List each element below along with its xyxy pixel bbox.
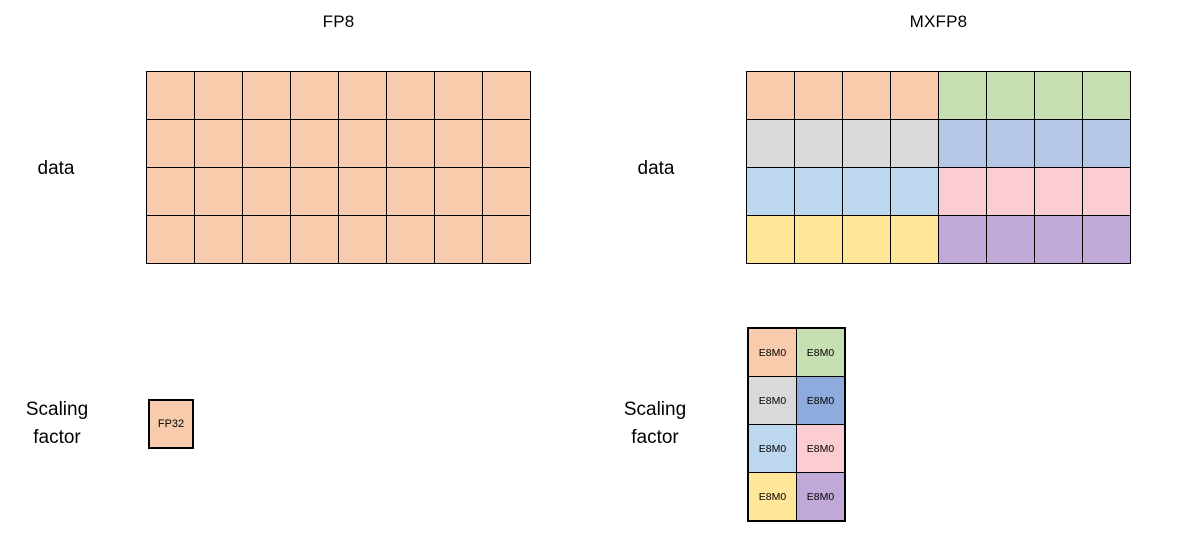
mxfp8-title: MXFP8 bbox=[909, 12, 968, 31]
mxfp8-data-cell bbox=[987, 72, 1034, 119]
fp8-data-cell bbox=[147, 120, 194, 167]
fp8-data-cell bbox=[195, 120, 242, 167]
fp8-data-cell bbox=[195, 72, 242, 119]
mxfp8-data-cell bbox=[987, 168, 1034, 215]
fp8-data-cell bbox=[387, 72, 434, 119]
mxfp8-data-cell bbox=[987, 216, 1034, 263]
mxfp8-data-cell bbox=[795, 120, 842, 167]
fp8-data-cell bbox=[243, 216, 290, 263]
fp8-data-cell bbox=[339, 72, 386, 119]
fp8-data-cell bbox=[435, 168, 482, 215]
fp8-scaling-factor-cell: FP32 bbox=[148, 399, 194, 449]
fp8-data-cell bbox=[195, 168, 242, 215]
mxfp8-scaling-factor-cell: E8M0 bbox=[749, 329, 796, 376]
mxfp8-data-cell bbox=[747, 168, 794, 215]
fp8-data-cell bbox=[291, 216, 338, 263]
fp8-data-cell bbox=[483, 72, 530, 119]
mxfp8-scaling-factor-cell: E8M0 bbox=[797, 329, 844, 376]
mxfp8-data-cell bbox=[1035, 168, 1082, 215]
mxfp8-data-cell bbox=[987, 120, 1034, 167]
fp8-data-cell bbox=[243, 168, 290, 215]
mxfp8-scaling-factor-cell: E8M0 bbox=[749, 377, 796, 424]
mxfp8-data-cell bbox=[1035, 120, 1082, 167]
fp8-data-cell bbox=[291, 72, 338, 119]
mxfp8-data-cell bbox=[747, 72, 794, 119]
mxfp8-data-grid bbox=[746, 71, 1131, 264]
fp8-data-label: data bbox=[37, 158, 75, 179]
mxfp8-data-cell bbox=[795, 72, 842, 119]
fp8-data-cell bbox=[483, 168, 530, 215]
fp8-data-cell bbox=[387, 168, 434, 215]
fp8-data-cell bbox=[147, 168, 194, 215]
fp8-data-cell bbox=[339, 120, 386, 167]
fp8-data-cell bbox=[435, 72, 482, 119]
fp8-scaling-factor-label: Scaling factor bbox=[25, 399, 89, 448]
mxfp8-data-cell bbox=[1083, 72, 1130, 119]
mxfp8-data-cell bbox=[795, 216, 842, 263]
mxfp8-data-cell bbox=[939, 216, 986, 263]
fp8-data-cell bbox=[147, 216, 194, 263]
fp8-data-grid bbox=[146, 71, 531, 264]
mxfp8-data-cell bbox=[939, 168, 986, 215]
fp8-data-cell bbox=[291, 168, 338, 215]
mxfp8-data-cell bbox=[795, 168, 842, 215]
fp8-data-cell bbox=[387, 120, 434, 167]
fp8-data-cell bbox=[147, 72, 194, 119]
mxfp8-data-label: data bbox=[637, 158, 675, 179]
fp8-data-cell bbox=[339, 216, 386, 263]
mxfp8-scaling-factor-cell: E8M0 bbox=[749, 425, 796, 472]
mxfp8-data-cell bbox=[843, 168, 890, 215]
fp8-data-cell bbox=[435, 216, 482, 263]
mxfp8-data-cell bbox=[1035, 72, 1082, 119]
mxfp8-data-cell bbox=[843, 216, 890, 263]
mxfp8-scaling-factor-cell: E8M0 bbox=[797, 473, 844, 520]
fp8-data-cell bbox=[483, 120, 530, 167]
fp8-data-cell bbox=[387, 216, 434, 263]
fp8-title: FP8 bbox=[322, 12, 355, 31]
mxfp8-data-cell bbox=[939, 72, 986, 119]
mxfp8-data-cell bbox=[891, 168, 938, 215]
fp8-data-cell bbox=[243, 120, 290, 167]
mxfp8-data-cell bbox=[747, 120, 794, 167]
mxfp8-data-cell bbox=[891, 120, 938, 167]
fp8-data-cell bbox=[195, 216, 242, 263]
mxfp8-data-cell bbox=[1083, 216, 1130, 263]
fp8-data-cell bbox=[339, 168, 386, 215]
fp8-data-cell bbox=[483, 216, 530, 263]
mxfp8-scaling-factor-cell: E8M0 bbox=[797, 425, 844, 472]
fp8-data-cell bbox=[243, 72, 290, 119]
fp8-data-cell bbox=[435, 120, 482, 167]
mxfp8-data-cell bbox=[1035, 216, 1082, 263]
fp8-data-cell bbox=[291, 120, 338, 167]
mxfp8-scaling-factor-label: Scaling factor bbox=[623, 399, 687, 448]
mxfp8-scaling-factor-cell: E8M0 bbox=[749, 473, 796, 520]
mxfp8-data-cell bbox=[891, 216, 938, 263]
mxfp8-data-cell bbox=[1083, 168, 1130, 215]
mxfp8-data-cell bbox=[843, 120, 890, 167]
mxfp8-data-cell bbox=[939, 120, 986, 167]
mxfp8-scaling-factor-cell: E8M0 bbox=[797, 377, 844, 424]
fp32-cell-label: FP32 bbox=[157, 418, 185, 430]
mxfp8-data-cell bbox=[843, 72, 890, 119]
mxfp8-data-cell bbox=[747, 216, 794, 263]
mxfp8-data-cell bbox=[891, 72, 938, 119]
mxfp8-data-cell bbox=[1083, 120, 1130, 167]
